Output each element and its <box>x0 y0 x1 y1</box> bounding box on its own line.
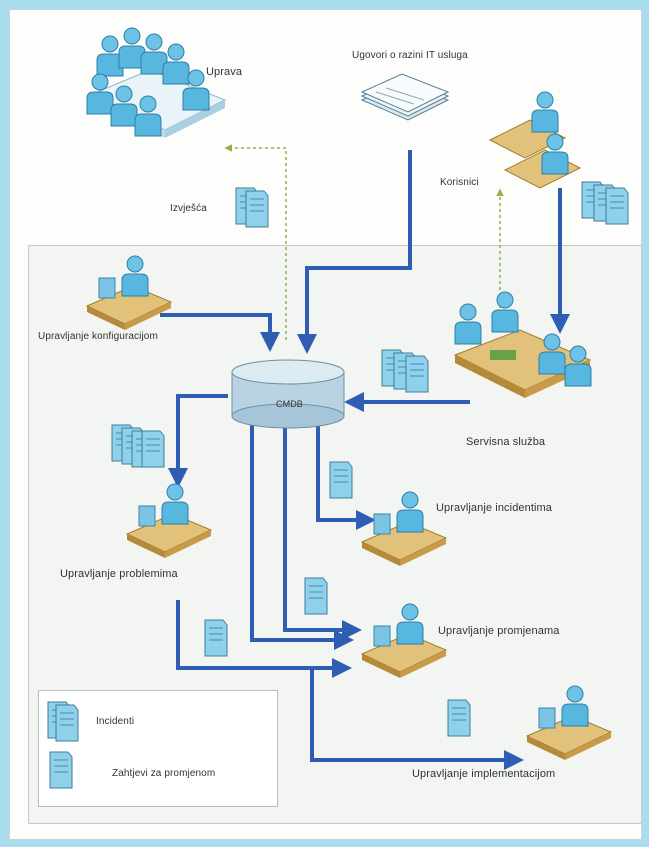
users-icon <box>488 91 582 189</box>
release-document-icon <box>447 699 471 737</box>
problem-documents-icon <box>112 425 165 468</box>
config-management-icon <box>87 256 171 330</box>
legend-incident-label: Incidenti <box>96 716 135 727</box>
management-conference-icon <box>86 27 227 138</box>
label-release-management: Upravljanje implementacijom <box>412 768 556 780</box>
label-cmdb: CMDB <box>276 399 303 409</box>
arrow-to-release <box>310 668 524 770</box>
problem-management-icon <box>127 484 211 558</box>
arrow-problem-to-change <box>176 600 352 678</box>
label-management: Uprava <box>206 66 243 78</box>
arrow-cmdb-to-change-2 <box>250 425 354 650</box>
change-document-icon <box>304 577 328 615</box>
label-it-services-offer: Ugovori o razini IT usluga <box>352 50 468 61</box>
label-config-management: Upravljanje konfiguracijom <box>38 331 158 342</box>
arrow-config-to-cmdb <box>160 313 280 352</box>
label-problem-management: Upravljanje problemima <box>60 568 178 580</box>
arrow-cmdb-to-incident <box>316 425 376 530</box>
change-management-icon <box>362 604 446 678</box>
arrow-cmdb-to-problem <box>168 394 228 488</box>
release-management-icon <box>527 686 611 760</box>
label-service-desk: Servisna služba <box>466 436 546 448</box>
service-level-agreements-icon <box>360 73 450 121</box>
label-reports: Izvješća <box>170 203 207 214</box>
incident-management-icon <box>362 492 446 566</box>
arrow-cmdb-to-change <box>283 425 362 640</box>
dotted-arrow-to-management <box>224 144 287 340</box>
label-incident-management: Upravljanje incidentima <box>436 502 553 514</box>
legend-incident-icon <box>47 701 79 742</box>
problem-change-document-icon <box>204 619 228 657</box>
legend-change-request-icon <box>49 751 73 789</box>
users-documents-icon <box>581 181 629 225</box>
label-change-management: Upravljanje promjenama <box>438 625 560 637</box>
cmdb-database-icon <box>231 359 345 429</box>
service-desk-documents-icon <box>381 349 429 393</box>
legend-change-request-label: Zahtjevi za promjenom <box>112 768 216 779</box>
incident-document-icon <box>329 461 353 499</box>
service-desk-icon <box>453 291 592 398</box>
arrow-services-to-cmdb <box>297 150 412 354</box>
reports-documents-icon <box>235 187 269 228</box>
label-users: Korisnici <box>440 177 479 188</box>
